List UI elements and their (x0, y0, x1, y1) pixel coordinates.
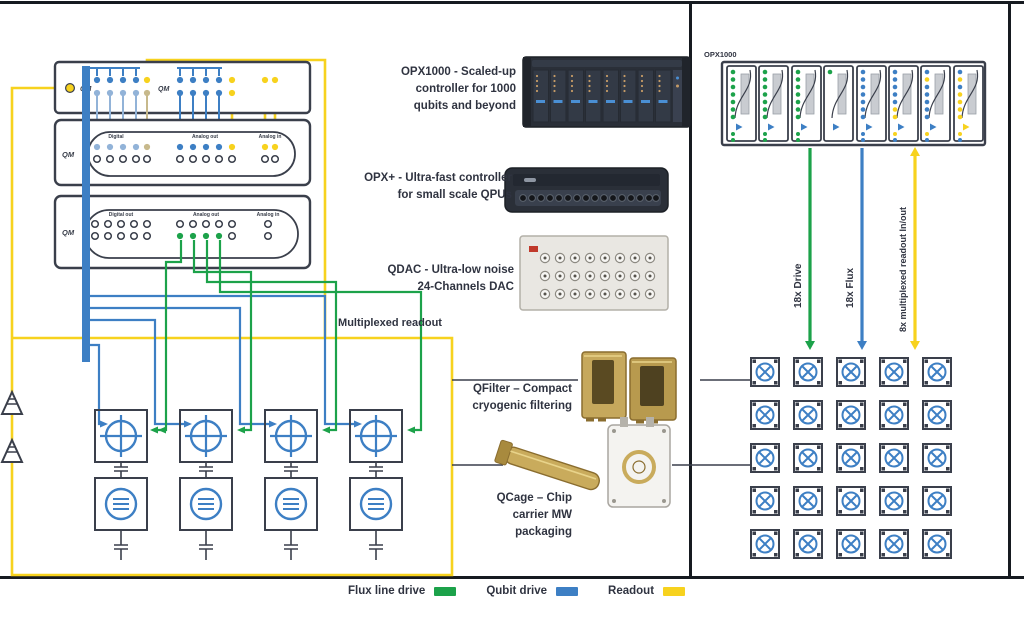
opx1000-photo (522, 56, 691, 128)
readout-inout-arrow (910, 147, 920, 350)
qubit-cells (93, 408, 404, 560)
qubit-color-swatch (556, 586, 579, 596)
caption-line: packaging (515, 526, 572, 538)
qcage-photo (494, 417, 671, 508)
flux-drive-arrow (805, 148, 815, 350)
qdac-device (53, 194, 312, 270)
caption-line: cryogenic filtering (472, 400, 572, 412)
caption-line: for small scale QPUs (397, 189, 512, 201)
readout-amplifier-2 (0, 437, 24, 463)
legend: Flux line drive Qubit drive Readout (348, 585, 686, 597)
readout-arrow-label: 8x multiplexed readout In/out (898, 206, 908, 332)
opx-controller-device (53, 118, 312, 187)
opx-analog-in-label: Analog in (259, 134, 282, 140)
qcage-caption: QCage – Chip carrier MW packaging (460, 490, 572, 541)
connector-lines (452, 379, 751, 466)
opx-digital-label: Digital (108, 134, 124, 140)
qm-logo: QM (158, 86, 169, 93)
patch-panel-ports (82, 67, 279, 144)
patch-panel-device (53, 60, 312, 115)
qdac-digital-label: Digital out (109, 212, 134, 218)
readout-amplifier-1 (0, 389, 24, 415)
qm-logo: QM (62, 150, 75, 159)
opx1000-caption: OPX1000 - Scaled-up controller for 1000 … (378, 64, 516, 115)
qpu-grid (750, 357, 952, 559)
qdac-analog-in-label: Analog in (257, 212, 280, 218)
flux-drive-arrow-label: 18x Drive (793, 263, 804, 308)
legend-item-readout: Readout (608, 585, 686, 597)
readout-color-swatch (663, 586, 686, 596)
qdac-photo (519, 235, 669, 311)
flux-color-swatch (434, 586, 457, 596)
qdac-caption: QDAC - Ultra-low noise 24-Channels DAC (378, 262, 514, 296)
caption-line: controller for 1000 (415, 83, 516, 95)
caption-line: OPX+ - Ultra-fast controller (364, 172, 512, 184)
legend-item-flux: Flux line drive (348, 585, 457, 597)
flux-line-drive-lines (150, 240, 423, 434)
caption-line: QFilter – Compact (472, 383, 572, 395)
qm-logo: QM (62, 228, 75, 237)
legend-item-qubit: Qubit drive (486, 585, 579, 597)
caption-line: qubits and beyond (413, 100, 516, 112)
opx-plus-caption: OPX+ - Ultra-fast controller for small s… (340, 170, 512, 204)
qdac-analog-out-label: Analog out (193, 212, 219, 218)
legend-label: Flux line drive (348, 585, 426, 597)
panel-frame (0, 1, 1024, 579)
qfilter-caption: QFilter – Compact cryogenic filtering (436, 381, 572, 415)
caption-line: OPX1000 - Scaled-up (400, 66, 516, 78)
caption-line: QCage – Chip (496, 492, 572, 504)
legend-label: Qubit drive (486, 585, 548, 597)
opx-analog-out-label: Analog out (192, 134, 218, 140)
caption-line: QDAC - Ultra-low noise (387, 264, 514, 276)
legend-label: Readout (608, 585, 655, 597)
qubit-flux-arrow-label: 18x Flux (845, 267, 856, 308)
qfilter-photo (581, 351, 677, 424)
multiplexed-readout-label: Multiplexed readout (338, 317, 442, 329)
opx-plus-photo (504, 167, 669, 213)
qubit-flux-arrow (857, 148, 867, 350)
opx1000-panel-title: OPX1000 (704, 50, 737, 59)
caption-line: carrier MW (512, 509, 572, 521)
opx1000-modules (726, 65, 984, 142)
caption-line: 24-Channels DAC (417, 281, 515, 293)
